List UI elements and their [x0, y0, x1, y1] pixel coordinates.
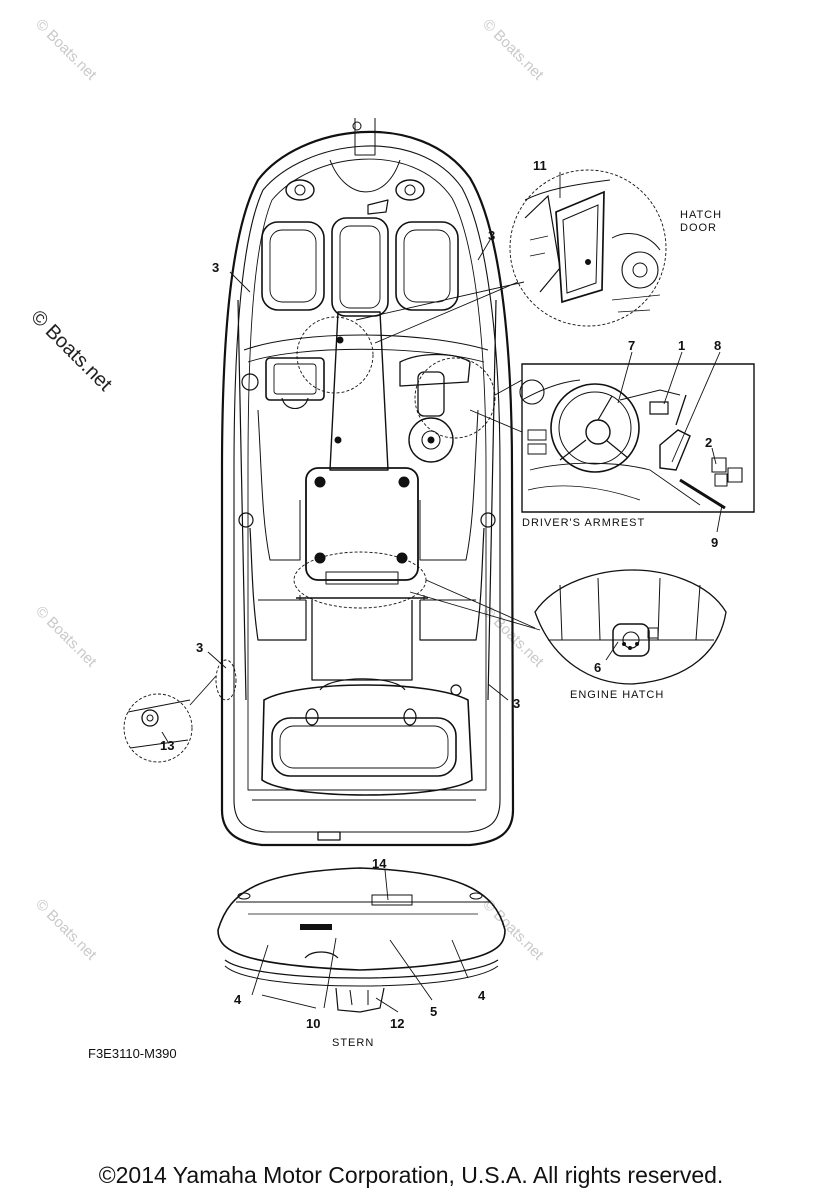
stern-view: [218, 868, 505, 1012]
detail-circle-helm: [415, 358, 495, 438]
hatch-door-inset: [356, 170, 666, 343]
caption-engine-hatch: ENGINE HATCH: [570, 689, 664, 701]
callout-2: 2: [705, 435, 712, 450]
callout-13: 13: [160, 738, 174, 753]
callout-3: 3: [513, 696, 520, 711]
engine-hatch-inset: [410, 570, 726, 684]
detail-circle-hatch: [297, 317, 373, 393]
watermark-dark: © Boats.net: [26, 306, 116, 396]
caption-drivers-armrest: DRIVER'S ARMREST: [522, 517, 645, 529]
detail-circles: [216, 317, 495, 700]
callout-3: 3: [212, 260, 219, 275]
callout-9: 9: [711, 535, 718, 550]
watermark: © Boats.net: [32, 16, 100, 84]
callout-3: 3: [488, 228, 495, 243]
callout-8: 8: [714, 338, 721, 353]
callout-14: 14: [372, 856, 387, 871]
side-detail-inset: [124, 676, 216, 762]
detail-circle-side: [216, 660, 236, 700]
callout-numbers: 11 3 3 7 1 8 2 9 3 6 3 13 14 4 4 5 10 12: [160, 158, 721, 1031]
callout-12: 12: [390, 1016, 404, 1031]
callout-5: 5: [430, 1004, 437, 1019]
watermark: © Boats.net: [32, 896, 100, 964]
callout-10: 10: [306, 1016, 320, 1031]
watermark: © Boats.net: [479, 896, 547, 964]
watermark: © Boats.net: [479, 16, 547, 84]
callout-1: 1: [678, 338, 685, 353]
callout-4: 4: [234, 992, 242, 1007]
watermark: © Boats.net: [32, 603, 100, 671]
leader-lines: [208, 172, 560, 700]
watermark-group: © Boats.net © Boats.net © Boats.net © Bo…: [26, 16, 547, 964]
callout-11: 11: [533, 158, 547, 173]
callout-6: 6: [594, 660, 601, 675]
boat-top-view: [222, 118, 513, 845]
inset-captions: HATCH DOOR DRIVER'S ARMREST ENGINE HATCH…: [88, 209, 726, 1061]
copyright-notice: ©2014 Yamaha Motor Corporation, U.S.A. A…: [98, 1162, 724, 1188]
drivers-armrest-inset: [470, 352, 754, 532]
figure-code: F3E3110-M390: [88, 1046, 177, 1061]
callout-3: 3: [196, 640, 203, 655]
callout-7: 7: [628, 338, 635, 353]
caption-stern: STERN: [332, 1037, 374, 1049]
callout-4: 4: [478, 988, 486, 1003]
gunwale-line: [234, 146, 500, 832]
hull-outline: [222, 132, 513, 845]
caption-hatch-door: HATCH DOOR: [680, 209, 726, 234]
